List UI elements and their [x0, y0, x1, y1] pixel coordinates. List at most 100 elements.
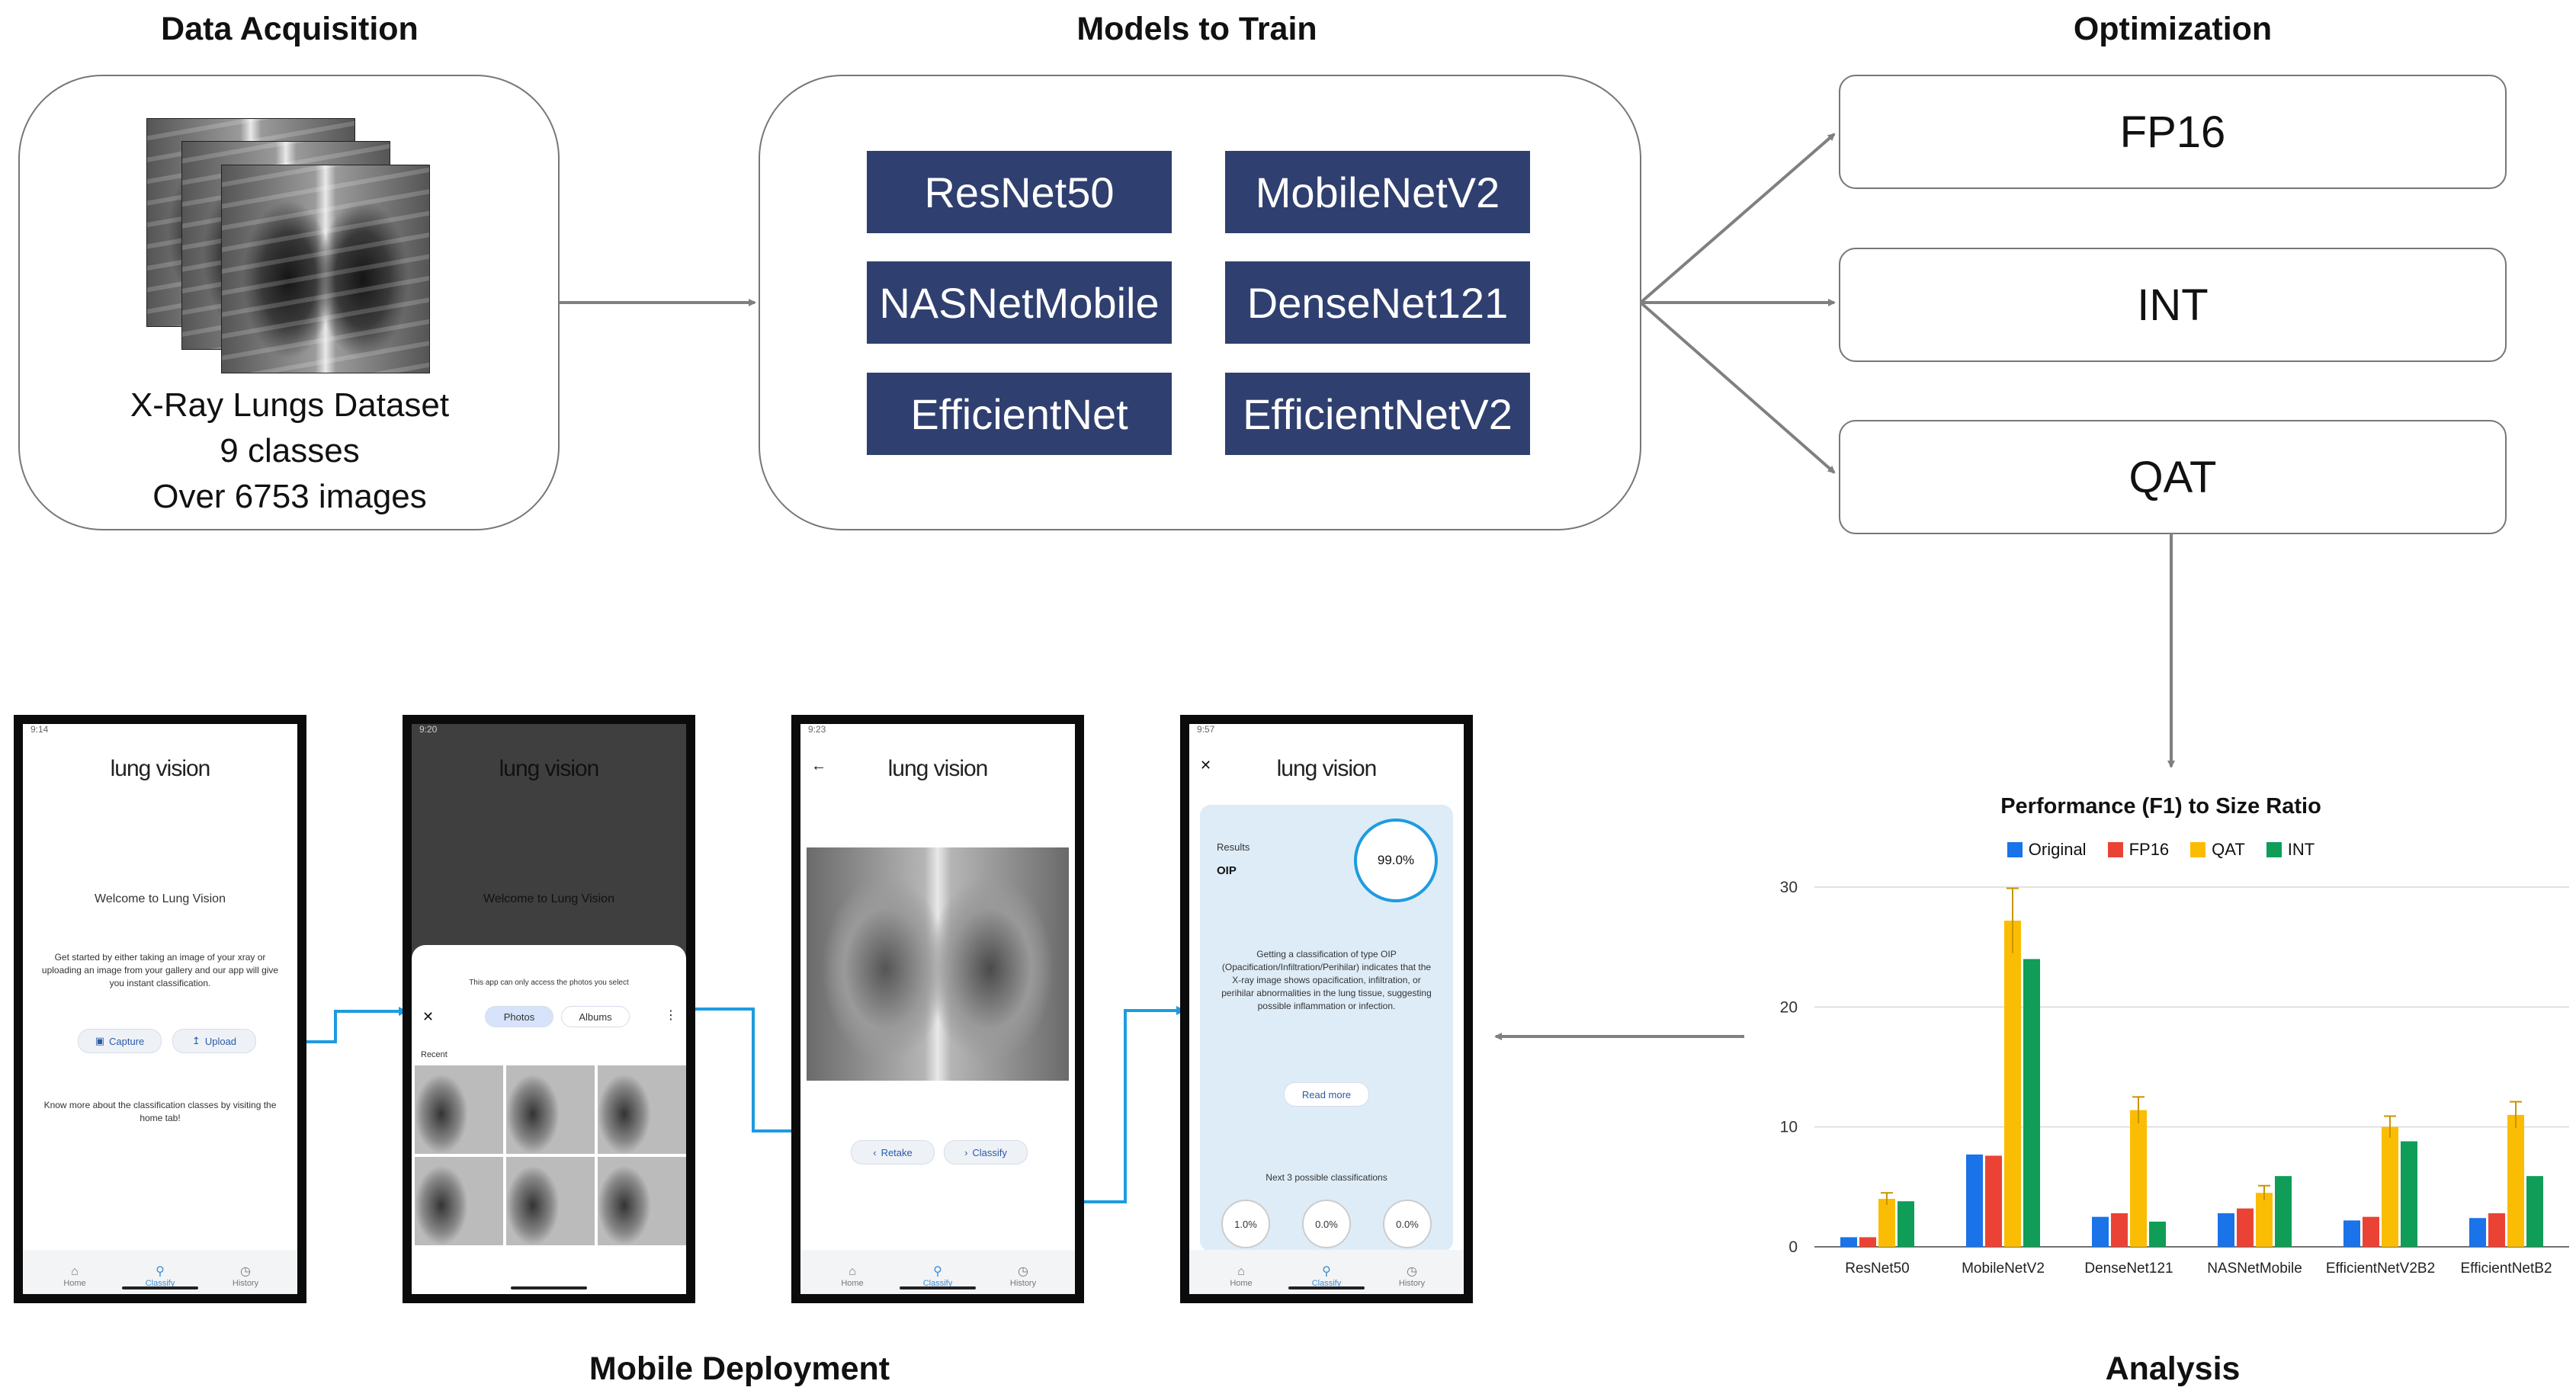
gallery-thumbnail[interactable]	[415, 1157, 503, 1245]
nav-home-label: Home	[63, 1279, 86, 1288]
camera-icon: ▣	[95, 1035, 105, 1046]
nav-classify[interactable]: ⚲Classify	[1296, 1264, 1357, 1288]
y-tick-label: 20	[1780, 998, 1798, 1016]
bar-fp16	[2237, 1208, 2254, 1247]
classify-button[interactable]: › Classify	[944, 1140, 1028, 1165]
legend-swatch	[2190, 842, 2206, 857]
read-more-button[interactable]: Read more	[1284, 1082, 1369, 1107]
dataset-classes: 9 classes	[220, 432, 360, 469]
gallery-thumbnail[interactable]	[598, 1157, 686, 1245]
chevron-left-icon: ‹	[873, 1146, 877, 1158]
legend-swatch	[2266, 842, 2282, 857]
nav-history-label: History	[232, 1279, 259, 1288]
nav-history-label: History	[1398, 1279, 1426, 1288]
x-tick-label: EfficientNetB2	[2460, 1261, 2552, 1277]
optimization-title: Optimization	[2073, 11, 2273, 47]
retake-label: Retake	[881, 1146, 913, 1158]
models-to-train-title: Models to Train	[1076, 11, 1317, 47]
bar-qat	[2004, 921, 2021, 1247]
bottom-nav: ⌂Home ⚲Classify ◷History	[23, 1250, 297, 1294]
nav-classify[interactable]: ⚲Classify	[130, 1264, 191, 1288]
model-nasnetmobile: NASNetMobile	[867, 261, 1172, 344]
nav-classify-label: Classify	[922, 1279, 953, 1288]
bar-original	[2469, 1218, 2486, 1247]
legend-item: FP16	[2107, 840, 2170, 860]
close-icon[interactable]: ✕	[422, 1009, 435, 1024]
phone-photo-picker: 9:20 lung vision Welcome to Lung Vision …	[403, 715, 695, 1303]
next-classifications-label: Next 3 possible classifications	[1266, 1172, 1387, 1183]
legend-label: FP16	[2128, 840, 2170, 859]
optimization-int: INT	[1839, 248, 2507, 362]
phone-screen: 9:14 lung vision Welcome to Lung Vision …	[23, 724, 297, 1294]
more-icon[interactable]: ⋮	[665, 1009, 677, 1022]
gallery-thumbnail[interactable]	[415, 1065, 503, 1154]
legend-label: Original	[2028, 840, 2087, 859]
search-icon: ⚲	[1322, 1265, 1331, 1278]
next-class-3: 0.0%	[1383, 1200, 1432, 1248]
phone-welcome: 9:14 lung vision Welcome to Lung Vision …	[14, 715, 306, 1303]
bottom-nav: ⌂Home ⚲Classify ◷History	[1189, 1250, 1464, 1294]
nav-home[interactable]: ⌂Home	[822, 1265, 883, 1288]
nav-classify[interactable]: ⚲Classify	[907, 1264, 968, 1288]
chart-title: Performance (F1) to Size Ratio	[2000, 794, 2321, 819]
search-icon: ⚲	[933, 1265, 942, 1278]
next-class-1: 1.0%	[1221, 1200, 1270, 1248]
home-icon: ⌂	[71, 1265, 79, 1278]
retake-button[interactable]: ‹ Retake	[851, 1140, 935, 1165]
app-logo: lung vision	[1276, 756, 1378, 781]
analysis-chart: Performance (F1) to Size Ratio Original F…	[1746, 785, 2576, 1303]
x-tick-label: DenseNet121	[2084, 1261, 2173, 1277]
nav-history[interactable]: ◷History	[215, 1264, 276, 1288]
app-logo: lung vision	[499, 756, 600, 781]
nav-history[interactable]: ◷History	[1381, 1264, 1442, 1288]
bar-qat	[2130, 1110, 2147, 1247]
welcome-title-dimmed: Welcome to Lung Vision	[483, 892, 614, 905]
legend-label: INT	[2287, 840, 2315, 859]
results-card: Results OIP 99.0% Getting a classificati…	[1200, 805, 1453, 1251]
data-acquisition-title: Data Acquisition	[161, 11, 419, 47]
nav-history[interactable]: ◷History	[993, 1264, 1054, 1288]
close-icon[interactable]: ✕	[1200, 758, 1212, 773]
back-arrow-icon[interactable]: ←	[811, 758, 826, 774]
picker-notice: This app can only access the photos you …	[469, 979, 629, 987]
nav-home[interactable]: ⌂Home	[1211, 1265, 1272, 1288]
know-more-text: Know more about the classification class…	[43, 1100, 277, 1123]
bar-qat	[2256, 1193, 2273, 1247]
gallery-thumbnail[interactable]	[598, 1065, 686, 1154]
bar-int	[2023, 959, 2040, 1247]
home-icon: ⌂	[1237, 1265, 1245, 1278]
bar-original	[1966, 1154, 1983, 1247]
photos-tab[interactable]: Photos	[485, 1006, 553, 1027]
model-efficientnet: EfficientNet	[867, 373, 1172, 455]
albums-tab[interactable]: Albums	[561, 1006, 630, 1027]
xray-image-front	[221, 165, 430, 373]
nav-home[interactable]: ⌂Home	[44, 1265, 105, 1288]
home-icon: ⌂	[849, 1265, 856, 1278]
gallery-thumbnail[interactable]	[506, 1065, 595, 1154]
upload-button[interactable]: ↥ Upload	[172, 1029, 256, 1053]
bar-fp16	[2488, 1213, 2505, 1247]
bar-qat	[1878, 1199, 1895, 1247]
bar-qat	[2507, 1114, 2524, 1247]
nav-classify-label: Classify	[1311, 1279, 1342, 1288]
upload-icon: ↥	[191, 1035, 200, 1046]
home-indicator	[900, 1286, 976, 1289]
bar-original	[1840, 1237, 1857, 1247]
classify-label: Classify	[972, 1146, 1007, 1158]
chevron-right-icon: ›	[964, 1146, 968, 1158]
selected-xray-image	[807, 847, 1069, 1081]
app-logo: lung vision	[887, 756, 989, 781]
photo-picker-sheet: This app can only access the photos you …	[412, 945, 686, 1294]
bar-fp16	[2363, 1216, 2379, 1247]
confidence-value: 99.0%	[1377, 853, 1415, 867]
y-tick-label: 0	[1788, 1238, 1798, 1256]
gallery-thumbnail[interactable]	[506, 1157, 595, 1245]
y-tick-label: 10	[1780, 1119, 1798, 1136]
x-tick-label: MobileNetV2	[1962, 1261, 2045, 1277]
history-icon: ◷	[1407, 1265, 1417, 1278]
bar-fp16	[1859, 1237, 1876, 1247]
capture-button[interactable]: ▣ Capture	[78, 1029, 162, 1053]
